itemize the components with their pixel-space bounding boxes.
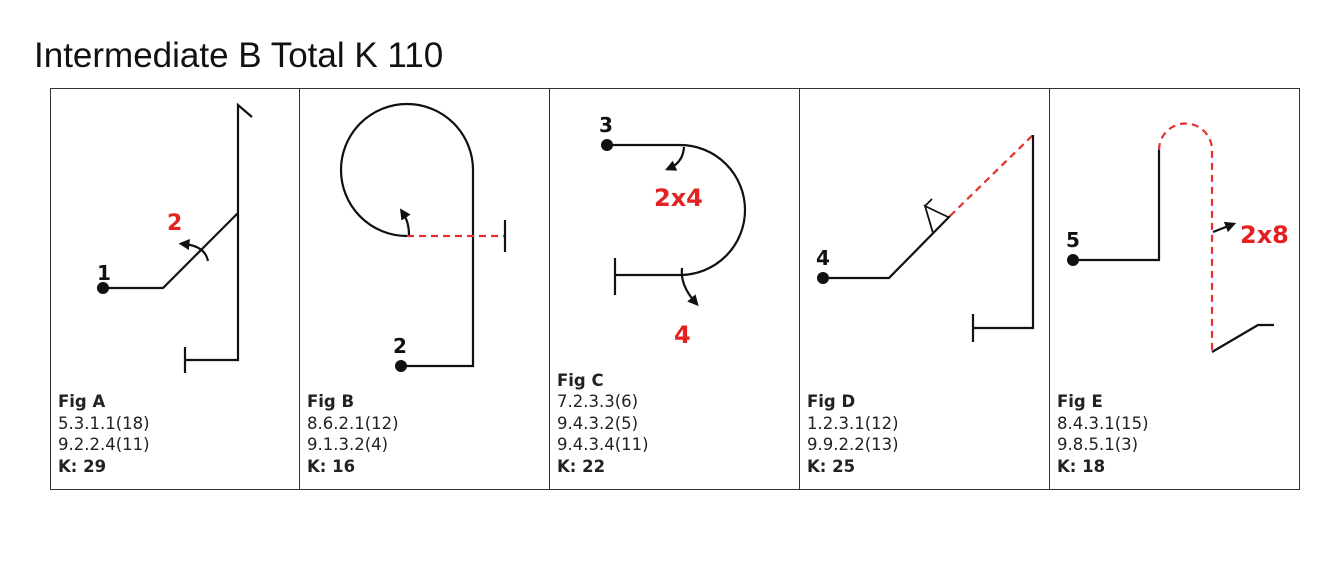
- figure-k-value: K: 25: [807, 456, 856, 476]
- figure-caption: Fig C 7.2.3.3(6) 9.4.3.2(5) 9.4.3.4(11) …: [557, 370, 649, 478]
- path-line: [973, 135, 1035, 330]
- path-line: [1211, 323, 1274, 353]
- fig-e-path: 5 2x8: [1066, 122, 1289, 353]
- fig-d-path: 4: [816, 134, 1035, 342]
- roll-arrow-icon: [680, 267, 699, 307]
- figure-name: Fig B: [307, 392, 355, 411]
- figure-element: 5.3.1.1(18): [58, 413, 150, 433]
- figure-mark: 4: [674, 321, 691, 349]
- figure-panel-b: Fig B 8.6.2.1(12) 9.1.3.2(4) K: 16: [299, 88, 550, 490]
- figure-name: Fig A: [58, 392, 106, 411]
- figure-caption: Fig B 8.6.2.1(12) 9.1.3.2(4) K: 16: [307, 391, 399, 477]
- figure-k-value: K: 29: [58, 456, 107, 476]
- figure-element: 9.2.2.4(11): [58, 435, 150, 454]
- path-line: [607, 143, 747, 277]
- figure-element: 9.8.5.1(3): [1057, 435, 1139, 454]
- figure-panel-a: Fig A 5.3.1.1(18) 9.2.2.4(11) K: 29: [50, 88, 300, 490]
- fig-c-path: 3 2x4 4: [599, 113, 747, 349]
- figure-name: Fig E: [1057, 392, 1103, 411]
- figure-k-value: K: 22: [557, 456, 606, 476]
- stall-turn-icon: [924, 198, 933, 207]
- figure-element: 8.6.2.1(12): [307, 413, 399, 433]
- figure-name: Fig C: [557, 370, 604, 390]
- path-line: [1073, 150, 1161, 262]
- figure-element: 9.1.3.2(4): [307, 435, 389, 454]
- figure-mark: 2: [167, 211, 182, 236]
- figure-k-value: K: 18: [1057, 456, 1106, 476]
- roll-arrow-icon: [665, 146, 686, 171]
- figure-element: 9.4.3.2(5): [557, 413, 639, 433]
- start-number: 1: [97, 261, 111, 285]
- figure-name: Fig D: [807, 392, 856, 411]
- path-line: [185, 102, 253, 362]
- start-number: 5: [1066, 228, 1080, 252]
- dashed-line: [949, 134, 1034, 217]
- figure-element: 9.4.3.4(11): [557, 435, 649, 454]
- figure-caption: Fig E 8.4.3.1(15) 9.8.5.1(3) K: 18: [1057, 391, 1149, 477]
- fig-a-path: 1 2: [97, 102, 253, 373]
- path-line: [339, 102, 475, 368]
- start-number: 2: [393, 334, 407, 358]
- start-number: 4: [816, 246, 830, 270]
- path-line: [823, 215, 951, 280]
- fig-b-path: 2: [339, 102, 507, 372]
- figure-panel-d: Fig D 1.2.3.1(12) 9.9.2.2(13) K: 25: [799, 88, 1050, 490]
- roll-arrow-icon: [399, 208, 411, 236]
- start-number: 3: [599, 113, 613, 137]
- figure-element: 1.2.3.1(12): [807, 413, 899, 433]
- roll-arrow-icon: [178, 239, 210, 262]
- figure-caption: Fig D 1.2.3.1(12) 9.9.2.2(13) K: 25: [807, 391, 899, 477]
- figure-element: 7.2.3.3(6): [557, 392, 639, 411]
- figure-element: 9.9.2.2(13): [807, 435, 899, 454]
- roll-arrow-icon: [1212, 221, 1237, 234]
- figure-panel-e: Fig E 8.4.3.1(15) 9.8.5.1(3) K: 18: [1049, 88, 1300, 490]
- figure-element: 8.4.3.1(15): [1057, 413, 1149, 433]
- figure-panel-c: Fig C 7.2.3.3(6) 9.4.3.2(5) 9.4.3.4(11) …: [549, 88, 800, 490]
- figure-caption: Fig A 5.3.1.1(18) 9.2.2.4(11) K: 29: [58, 391, 150, 477]
- path-line: [103, 212, 239, 290]
- figure-mark: 2x8: [1240, 221, 1289, 249]
- page-title: Intermediate B Total K 110: [34, 36, 444, 75]
- dashed-line: [1157, 122, 1214, 352]
- figure-k-value: K: 16: [307, 456, 356, 476]
- figure-mark: 2x4: [654, 184, 703, 212]
